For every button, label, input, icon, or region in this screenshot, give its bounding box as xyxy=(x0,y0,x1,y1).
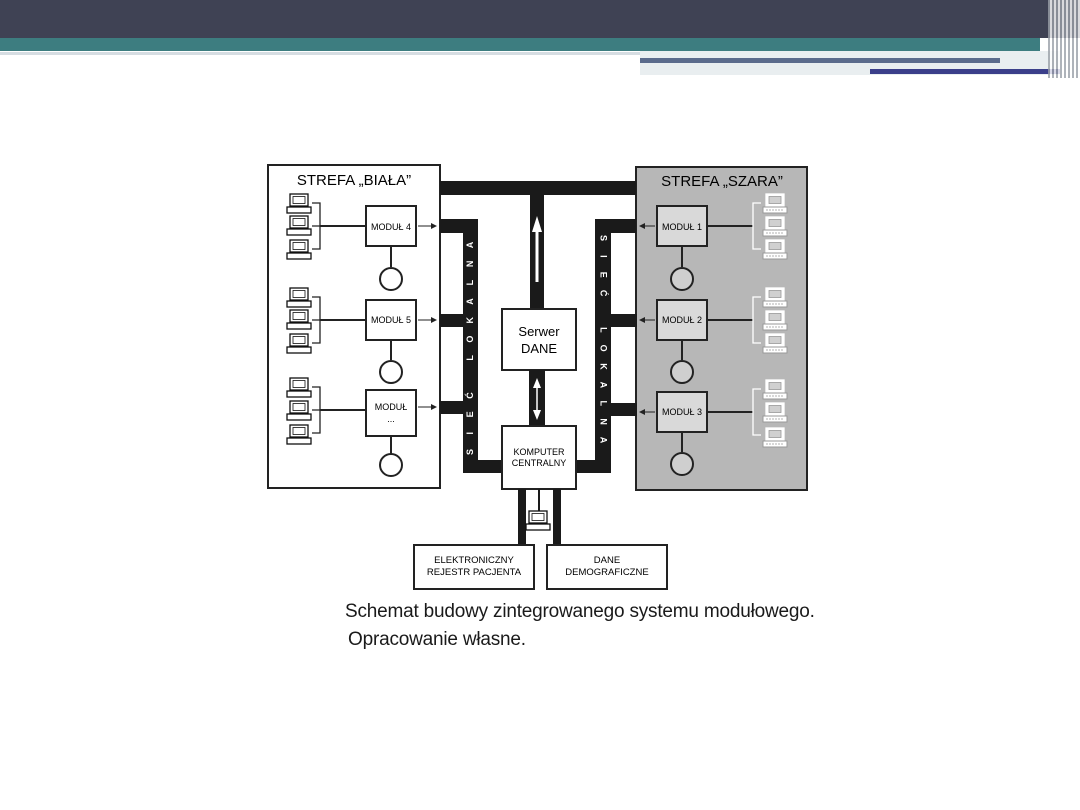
lan-letter: I xyxy=(599,255,609,258)
ehr-label: ELEKTRONICZNY xyxy=(434,555,514,566)
decor-line-2 xyxy=(870,69,1060,74)
lan-letter: N xyxy=(465,261,475,268)
database-icon xyxy=(670,267,694,291)
module-4-label: MODUŁ 4 xyxy=(371,222,411,232)
computer-icon xyxy=(762,287,788,308)
white-zone-title: STREFA „BIAŁA” xyxy=(297,172,411,189)
top-bus xyxy=(440,181,636,195)
computer-icon xyxy=(762,193,788,214)
central-label: KOMPUTER xyxy=(513,447,565,457)
lan-letter: A xyxy=(599,382,609,389)
lan-label-left: A N L A K O L Ć E I S xyxy=(464,241,475,455)
lan-letter: Ć xyxy=(464,392,475,399)
lan-letter: A xyxy=(465,241,475,248)
module-more xyxy=(365,389,417,437)
computer-icon xyxy=(762,310,788,331)
left-lan-bus xyxy=(440,219,502,473)
computer-icon xyxy=(286,333,312,354)
lan-letter: I xyxy=(465,432,475,435)
computer-icon xyxy=(762,379,788,400)
computer-icon xyxy=(286,400,312,421)
accent-bar xyxy=(0,38,1040,51)
server-label: Serwer xyxy=(518,324,560,339)
computer-icon xyxy=(286,424,312,445)
corner-decoration xyxy=(1048,0,1080,78)
database-icon xyxy=(670,452,694,476)
lan-letter: K xyxy=(465,317,475,324)
lan-letter: E xyxy=(599,272,609,278)
lan-label-right: S I E Ć L O K A L N A xyxy=(599,235,610,444)
gray-zone-title: STREFA „SZARA” xyxy=(661,173,783,190)
laptop-icon xyxy=(525,510,551,531)
lan-letter: S xyxy=(465,449,475,455)
caption-line-1: Schemat budowy zintegrowanego systemu mo… xyxy=(345,601,815,622)
database-icon xyxy=(379,360,403,384)
lan-letter: O xyxy=(599,345,609,352)
module-1 xyxy=(656,205,708,247)
up-arrow-icon xyxy=(532,216,542,232)
ehr-box xyxy=(413,544,535,590)
lan-letter: S xyxy=(599,235,609,241)
ehr-sublabel: REJESTR PACJENTA xyxy=(427,567,522,578)
computer-icon xyxy=(762,216,788,237)
lan-letter: K xyxy=(599,363,609,370)
lan-letter: L xyxy=(465,355,475,361)
computer-icon xyxy=(286,377,312,398)
database-icon xyxy=(670,360,694,384)
server-box xyxy=(501,308,577,371)
computer-icon xyxy=(762,427,788,448)
decor-line-1 xyxy=(640,58,1000,63)
lan-letter: A xyxy=(465,298,475,305)
module-more-label: MODUŁ xyxy=(375,402,408,412)
lan-letter: L xyxy=(465,279,475,285)
right-lan-bus xyxy=(577,219,636,473)
module-2-label: MODUŁ 2 xyxy=(662,315,702,325)
module-more-dots: ... xyxy=(387,414,395,424)
computer-icon xyxy=(286,193,312,214)
computer-icon xyxy=(286,239,312,260)
lan-letter: O xyxy=(465,336,475,343)
database-icon xyxy=(379,453,403,477)
computer-icon xyxy=(286,309,312,330)
database-icon xyxy=(379,267,403,291)
computer-icon xyxy=(762,239,788,260)
lan-letter: L xyxy=(599,327,609,333)
computer-icon xyxy=(286,215,312,236)
demographics-box xyxy=(546,544,668,590)
lan-letter: E xyxy=(465,411,475,417)
computer-icon xyxy=(286,287,312,308)
caption-line-2: Opracowanie własne. xyxy=(348,629,526,650)
lan-letter: L xyxy=(599,401,609,407)
diagram-caption: Schemat budowy zintegrowanego systemu mo… xyxy=(345,598,845,654)
central-sublabel: CENTRALNY xyxy=(512,458,567,468)
lan-letter: Ć xyxy=(599,290,610,297)
module-5-label: MODUŁ 5 xyxy=(371,315,411,325)
server-sublabel: DANE xyxy=(521,341,557,356)
module-3-label: MODUŁ 3 xyxy=(662,407,702,417)
computer-icon xyxy=(762,333,788,354)
demographics-sublabel: DEMOGRAFICZNE xyxy=(565,567,648,578)
title-bar xyxy=(0,0,1080,38)
lan-letter: N xyxy=(599,418,609,425)
module-2 xyxy=(656,299,708,341)
module-1-label: MODUŁ 1 xyxy=(662,222,702,232)
accent-line xyxy=(0,52,640,55)
lan-letter: A xyxy=(599,437,609,444)
demographics-label: DANE xyxy=(594,555,620,566)
computer-icon xyxy=(762,402,788,423)
